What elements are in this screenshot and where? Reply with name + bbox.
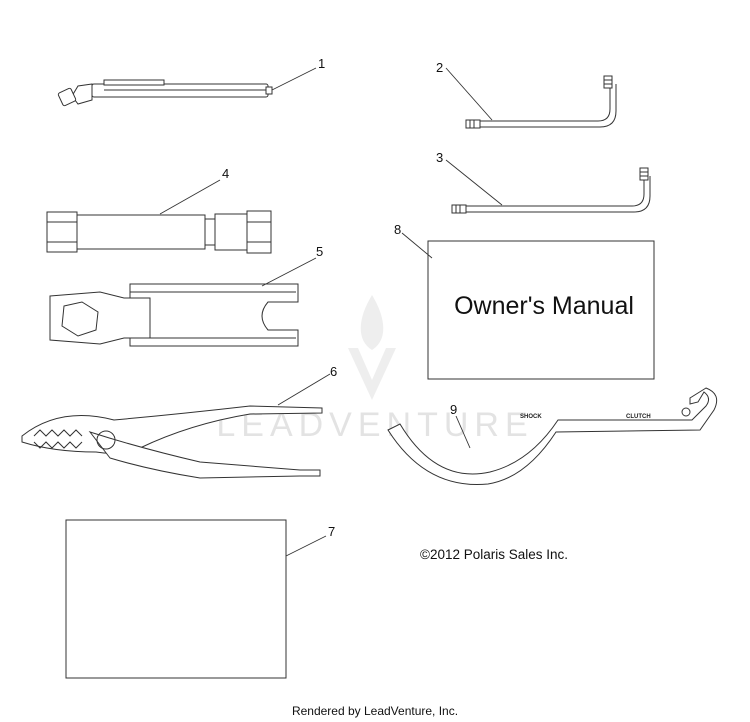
callout-4: 4 xyxy=(222,166,229,181)
part-9-spanner-wrench: SHOCK CLUTCH xyxy=(387,387,718,486)
callouts: 1 2 3 4 5 6 7 8 9 xyxy=(222,56,457,539)
callout-8: 8 xyxy=(394,222,401,237)
callout-5: 5 xyxy=(316,244,323,259)
part-4-socket-tube xyxy=(46,210,272,254)
copyright-text: ©2012 Polaris Sales Inc. xyxy=(420,547,568,562)
part-8-owners-manual: Owner's Manual xyxy=(427,240,655,380)
part-5-spanner xyxy=(49,283,299,347)
callout-7: 7 xyxy=(328,524,335,539)
part-7-card xyxy=(65,519,287,679)
leader-lines xyxy=(159,67,503,557)
part-2-hex-key xyxy=(465,75,617,129)
callout-3: 3 xyxy=(436,150,443,165)
callout-6: 6 xyxy=(330,364,337,379)
part-1-tool xyxy=(57,79,273,107)
wrench-shock-label: SHOCK xyxy=(520,414,542,420)
footer-credit: Rendered by LeadVenture, Inc. xyxy=(291,704,459,718)
callout-9: 9 xyxy=(450,402,457,417)
callout-2: 2 xyxy=(436,60,443,75)
manual-title: Owner's Manual xyxy=(454,292,634,320)
part-3-hex-key xyxy=(451,167,651,214)
callout-1: 1 xyxy=(318,56,325,71)
part-6-pliers xyxy=(21,405,323,479)
wrench-clutch-label: CLUTCH xyxy=(626,414,651,420)
